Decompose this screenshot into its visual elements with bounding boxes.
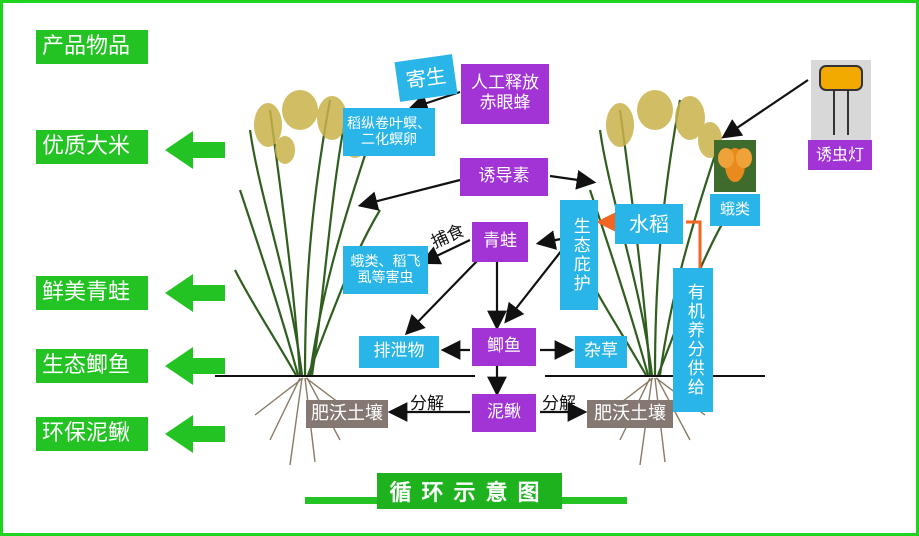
moth-icon	[714, 140, 756, 192]
rice-grains-left	[254, 90, 367, 164]
node-leafroller-eggs: 稻纵卷叶螟、二化螟卵	[343, 108, 435, 156]
rice-grains-right	[606, 90, 722, 158]
label-decompose-right: 分解	[542, 394, 576, 414]
section-label-products: 产品物品	[36, 30, 148, 64]
node-eco-shelter: 生态庇护	[560, 200, 598, 310]
node-fertile-soil-left: 肥沃土壤	[306, 400, 388, 428]
node-carp: 鲫鱼	[472, 328, 536, 366]
organic-supply-arrow	[596, 208, 702, 268]
node-fertile-soil-right: 肥沃土壤	[587, 400, 673, 428]
node-frog: 青蛙	[472, 222, 528, 262]
node-pheromone: 诱导素	[460, 158, 548, 196]
arrow-left-icon	[165, 131, 225, 453]
node-pests: 蛾类、稻飞虱等害虫	[343, 246, 428, 294]
product-fresh-frog: 鲜美青蛙	[36, 276, 148, 310]
label-decompose-left: 分解	[410, 394, 444, 414]
node-excrement: 排泄物	[359, 336, 439, 368]
node-parasite: 寄生	[394, 54, 458, 102]
node-organic-nutrients: 有机养分供给	[673, 268, 713, 412]
product-eco-carp: 生态鲫鱼	[36, 349, 148, 383]
node-rice: 水稻	[615, 204, 683, 244]
node-trichogramma: 人工释放赤眼蜂	[461, 64, 549, 124]
node-weeds: 杂草	[575, 336, 627, 368]
product-premium-rice: 优质大米	[36, 130, 148, 164]
product-eco-loach: 环保泥鳅	[36, 417, 148, 451]
node-moths: 蛾类	[710, 194, 760, 226]
diagram-title: 循环示意图	[377, 473, 562, 509]
node-insect-lamp: 诱虫灯	[808, 140, 872, 170]
insect-lamp-icon	[811, 60, 871, 140]
node-loach: 泥鳅	[472, 394, 536, 432]
